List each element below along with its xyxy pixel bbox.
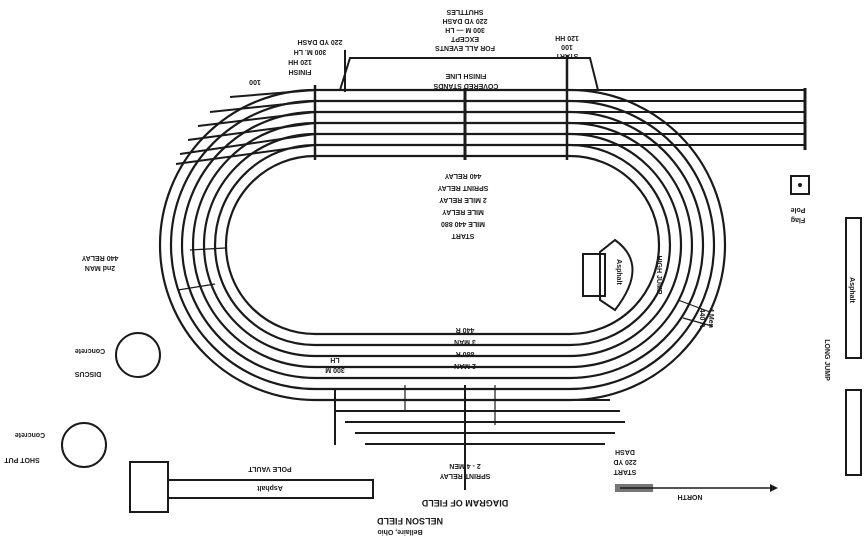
title-block: Bellaire, Ohio NELSON FIELD DIAGRAM OF F… [377,498,509,535]
chute-lanes-left [175,89,316,165]
svg-text:FINISH LINE: FINISH LINE [445,72,486,79]
svg-text:300 M: 300 M [325,366,345,373]
svg-text:LH: LH [330,356,339,363]
label-long-jump: LONG JUMP [823,339,830,381]
svg-text:SPRINT RELAY: SPRINT RELAY [439,472,490,479]
svg-text:100: 100 [249,78,261,85]
track-lanes [158,88,727,402]
label-pole-vault: POLE VAULT [248,465,292,472]
svg-text:2 MAN: 2 MAN [454,362,476,369]
svg-text:220 YD DASH: 220 YD DASH [442,17,487,24]
label-sprint-relay-bottom: SPRINT RELAY 2 - 4 MEN [439,462,490,479]
label-two-man: 2 MAN 880 R 3 MAN 440 R [454,326,476,369]
svg-text:DASH: DASH [615,448,635,455]
svg-text:120 HH: 120 HH [288,58,312,65]
label-asphalt-lj: Asphalt [848,277,855,303]
svg-text:FOR ALL EVENTS: FOR ALL EVENTS [435,44,495,51]
svg-text:Concrete: Concrete [15,431,45,438]
label-shot-put: SHOT PUT [4,456,40,463]
svg-text:COVERED STANDS: COVERED STANDS [433,82,498,89]
label-concrete-discus: Concrete [75,347,105,354]
pole-vault-runway [129,461,374,513]
svg-text:SHUTTLES: SHUTTLES [446,8,483,15]
flag-pole-box [790,175,810,195]
label-start-100: START 100 120 HH [555,34,579,59]
svg-text:START: START [613,468,637,475]
svg-text:300 M. LH: 300 M. LH [294,48,327,55]
label-concrete-shot: Concrete [15,431,45,438]
svg-text:Asphalt: Asphalt [615,259,622,285]
track-lane-2 [169,99,716,391]
svg-text:Asphalt: Asphalt [848,277,855,303]
svg-text:440 R: 440 R [456,326,475,333]
svg-text:Bellaire, Ohio: Bellaire, Ohio [377,528,422,535]
track-lane-4 [191,121,694,369]
label-asphalt-pv: Asphalt [256,484,282,491]
stagger-marks [177,247,713,425]
svg-text:440 RELAY: 440 RELAY [81,254,118,261]
label-flag-pole: Flag Pole [791,206,806,223]
svg-text:START: START [555,52,579,59]
svg-text:MILE RELAY: MILE RELAY [442,208,484,215]
svg-text:440 R: 440 R [698,309,705,328]
track-lane-1 [158,88,727,402]
label-asphalt-hj: Asphalt [615,259,622,285]
straightaway-lanes [570,88,807,150]
long-jump-runway-bottom [845,389,862,476]
label-four-men: 4 Men 440 R [698,308,714,328]
svg-text:2 - 4 MEN: 2 - 4 MEN [449,462,481,469]
discus-circle [115,332,161,378]
label-finish-left: 100 FINISH 120 HH 300 M. LH 220 YD DASH [249,38,342,85]
svg-text:220 YD: 220 YD [613,458,636,465]
svg-text:3 MAN: 3 MAN [454,338,476,345]
label-covered-stands: COVERED STANDS FINISH LINE [433,72,498,89]
svg-text:Flag: Flag [791,216,805,223]
svg-text:DISCUS: DISCUS [74,370,101,377]
track-lane-3 [180,110,705,380]
track-infield [224,154,661,336]
track-lane-5 [202,132,683,358]
svg-text:START: START [451,232,475,239]
svg-text:EXCEPT: EXCEPT [450,35,479,42]
svg-text:300 M — LH: 300 M — LH [445,26,485,33]
svg-text:NORTH: NORTH [678,493,703,500]
label-300m: 300 M LH [325,356,345,373]
shot-put-circle [61,422,107,468]
svg-text:Pole: Pole [791,206,806,213]
svg-text:120 HH: 120 HH [555,34,579,41]
svg-text:DIAGRAM OF FIELD: DIAGRAM OF FIELD [421,498,508,508]
high-jump-area [582,238,634,312]
long-jump-runway-top [845,217,862,359]
svg-text:2 MILE RELAY: 2 MILE RELAY [439,196,487,203]
label-north: NORTH [678,493,703,500]
svg-text:MILE 440 880: MILE 440 880 [441,220,485,227]
label-for-all-events: FOR ALL EVENTS EXCEPT 300 M — LH 220 YD … [435,8,495,51]
north-arrow-icon [615,484,778,492]
track-lane-6 [213,143,672,347]
svg-text:NELSON FIELD: NELSON FIELD [377,516,444,526]
flag-pole-icon [798,183,802,187]
label-start-220: START 220 YD DASH [613,448,637,475]
svg-text:2nd MAN: 2nd MAN [85,264,115,271]
svg-text:880 R: 880 R [456,350,475,357]
svg-text:Concrete: Concrete [75,347,105,354]
svg-text:SPRINT RELAY: SPRINT RELAY [437,184,488,191]
svg-text:440 RELAY: 440 RELAY [444,172,481,179]
svg-text:FINISH: FINISH [289,68,312,75]
svg-text:220 YD DASH: 220 YD DASH [297,38,342,45]
svg-text:POLE VAULT: POLE VAULT [248,465,292,472]
label-second-man: 2nd MAN 440 RELAY [81,254,118,271]
chute-lanes-bottom [334,388,625,445]
label-high-jump: HIGH JUMP [655,256,662,295]
label-discus: DISCUS [74,370,101,377]
svg-text:HIGH JUMP: HIGH JUMP [655,256,662,295]
label-start-relays: START MILE 440 880 MILE RELAY 2 MILE REL… [437,172,488,239]
svg-text:Asphalt: Asphalt [256,484,282,491]
svg-text:LONG JUMP: LONG JUMP [823,339,830,381]
svg-text:4 Men: 4 Men [707,308,714,328]
svg-text:SHOT PUT: SHOT PUT [4,456,40,463]
svg-text:100: 100 [561,43,573,50]
